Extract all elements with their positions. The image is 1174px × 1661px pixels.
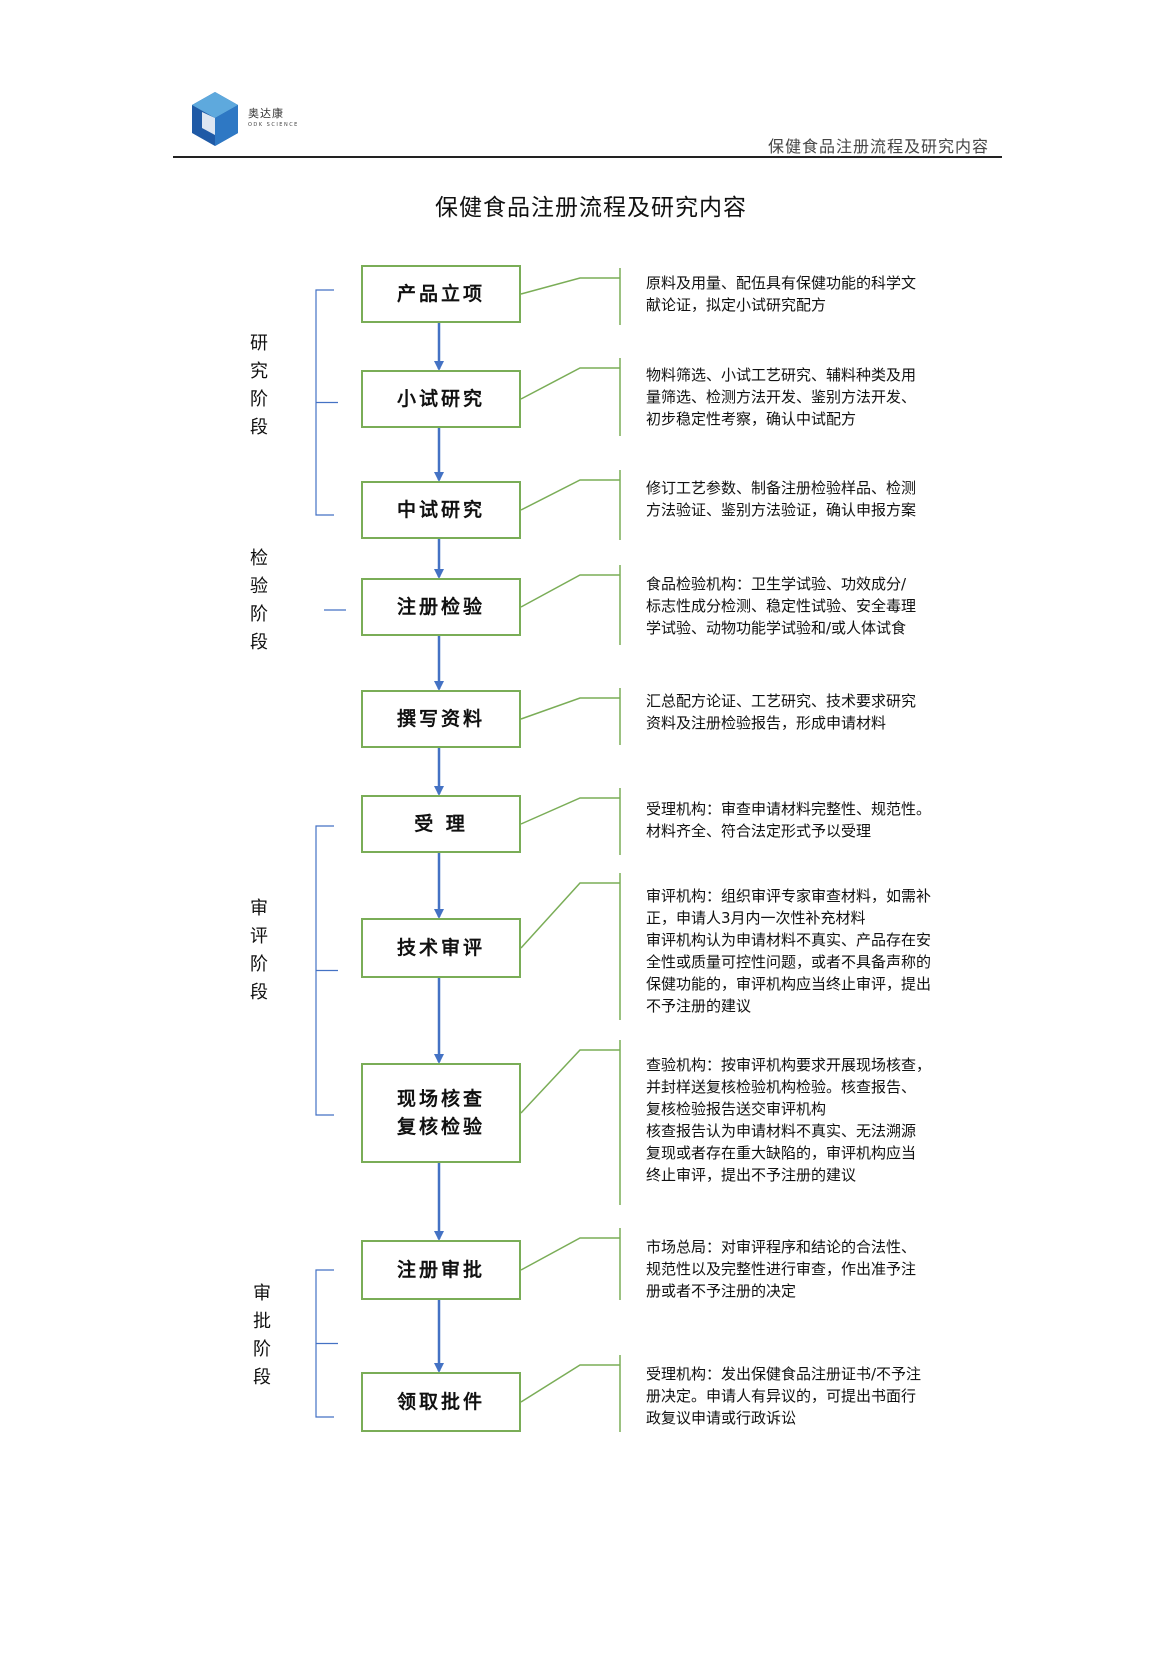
- desc-line: 册或者不予注册的决定: [646, 1282, 797, 1300]
- desc-line: 标志性成分检测、稳定性试验、安全毒理: [646, 597, 917, 615]
- desc-receive-approval: 受理机构：发出保健食品注册证书/不予注 册决定。申请人有异议的，可提出书面行 政…: [646, 1363, 921, 1429]
- desc-line: 原料及用量、配伍具有保健功能的科学文: [646, 274, 917, 292]
- desc-onsite-inspection-retest: 查验机构：按审评机构要求开展现场核查， 并封样送复核检验机构检验。核查报告、 复…: [646, 1054, 931, 1186]
- step-registration-test: 注册检验: [361, 578, 521, 636]
- document-title: 保健食品注册流程及研究内容: [435, 195, 747, 221]
- desc-technical-review: 审评机构：组织审评专家审查材料，如需补 正，申请人3月内一次性补充材料 审评机构…: [646, 885, 931, 1017]
- desc-line: 核查报告认为申请材料不真实、无法溯源: [646, 1122, 917, 1140]
- callout-connector: [520, 797, 620, 825]
- desc-line: 全性或质量可控性问题，或者不具备声称的: [646, 953, 932, 971]
- desc-line: 资料及注册检验报告，形成申请材料: [646, 714, 887, 732]
- desc-line: 复现或者存在重大缺陷的，审评机构应当: [646, 1144, 917, 1162]
- desc-write-dossier: 汇总配方论证、工艺研究、技术要求研究 资料及注册检验报告，形成申请材料: [646, 690, 916, 734]
- running-header-title: 保健食品注册流程及研究内容: [768, 137, 990, 156]
- step-small-scale-trial: 小试研究: [361, 370, 521, 428]
- desc-line: 复核检验报告送交审评机构: [646, 1100, 827, 1118]
- desc-line: 规范性以及完整性进行审查，作出准予注: [646, 1260, 917, 1278]
- step-write-dossier: 撰写资料: [361, 690, 521, 748]
- desc-line: 终止审评，提出不予注册的建议: [646, 1166, 857, 1184]
- header-rule: [173, 156, 1002, 158]
- desc-line: 正，申请人3月内一次性补充材料: [646, 909, 866, 927]
- desc-line: 审评机构：组织审评专家审查材料，如需补: [646, 887, 932, 905]
- desc-acceptance: 受理机构：审查申请材料完整性、规范性。 材料齐全、符合法定形式予以受理: [646, 798, 931, 842]
- desc-line: 食品检验机构：卫生学试验、功效成分/: [646, 575, 907, 593]
- company-logo-icon: [192, 92, 238, 146]
- desc-line: 方法验证、鉴别方法验证，确认申报方案: [646, 501, 917, 519]
- step-technical-review: 技术审评: [361, 918, 521, 978]
- callout-connector: [520, 882, 620, 949]
- desc-line: 学试验、动物功能学试验和/或人体试食: [646, 619, 907, 637]
- callout-connector: [520, 1364, 620, 1403]
- step-receive-approval: 领取批件: [361, 1372, 521, 1432]
- desc-line: 物料筛选、小试工艺研究、辅料种类及用: [646, 366, 917, 384]
- desc-line: 审评机构认为申请材料不真实、产品存在安: [646, 931, 932, 949]
- logo-text-en: ODK SCIENCE: [248, 122, 299, 128]
- desc-line: 不予注册的建议: [646, 997, 752, 1015]
- desc-line: 保健功能的，审评机构应当终止审评，提出: [646, 975, 932, 993]
- desc-line: 查验机构：按审评机构要求开展现场核查，: [646, 1056, 932, 1074]
- header: 奥达康 ODK SCIENCE 保健食品注册流程及研究内容: [0, 0, 1174, 160]
- logo-text-cn: 奥达康: [248, 107, 284, 120]
- callout-connector: [520, 479, 620, 511]
- desc-line: 量筛选、检测方法开发、鉴别方法开发、: [646, 388, 917, 406]
- callout-connector: [520, 1049, 620, 1114]
- callout-connector: [520, 697, 620, 720]
- callout-connector: [520, 1237, 620, 1271]
- desc-registration-test: 食品检验机构：卫生学试验、功效成分/ 标志性成分检测、稳定性试验、安全毒理 学试…: [646, 573, 916, 639]
- stage-testing-label: 检验阶段: [250, 548, 268, 653]
- desc-registration-approval: 市场总局：对审评程序和结论的合法性、 规范性以及完整性进行审查，作出准予注 册或…: [646, 1236, 916, 1302]
- desc-line: 市场总局：对审评程序和结论的合法性、: [646, 1238, 917, 1256]
- desc-line: 献论证，拟定小试研究配方: [646, 296, 827, 314]
- desc-line: 初步稳定性考察，确认中试配方: [646, 410, 857, 428]
- step-acceptance: 受 理: [361, 795, 521, 853]
- callout-connector: [520, 367, 620, 400]
- desc-line: 并封样送复核检验机构检验。核查报告、: [646, 1078, 917, 1096]
- stage-approval-label: 审批阶段: [253, 1283, 271, 1388]
- desc-small-scale-trial: 物料筛选、小试工艺研究、辅料种类及用 量筛选、检测方法开发、鉴别方法开发、 初步…: [646, 364, 916, 430]
- callout-connector: [520, 277, 620, 295]
- desc-line: 汇总配方论证、工艺研究、技术要求研究: [646, 692, 917, 710]
- desc-line: 册决定。申请人有异议的，可提出书面行: [646, 1387, 917, 1405]
- stage-review-label: 审评阶段: [250, 898, 268, 1003]
- step-registration-approval: 注册审批: [361, 1240, 521, 1300]
- desc-line: 政复议申请或行政诉讼: [646, 1409, 797, 1427]
- callout-connector: [520, 574, 620, 608]
- desc-product-initiation: 原料及用量、配伍具有保健功能的科学文 献论证，拟定小试研究配方: [646, 272, 916, 316]
- desc-line: 修订工艺参数、制备注册检验样品、检测: [646, 479, 917, 497]
- desc-line: 材料齐全、符合法定形式予以受理: [646, 822, 872, 840]
- stage-research-label: 研究阶段: [250, 333, 268, 438]
- desc-line: 受理机构：审查申请材料完整性、规范性。: [646, 800, 932, 818]
- step-pilot-trial: 中试研究: [361, 481, 521, 539]
- desc-pilot-trial: 修订工艺参数、制备注册检验样品、检测 方法验证、鉴别方法验证，确认申报方案: [646, 477, 916, 521]
- desc-line: 受理机构：发出保健食品注册证书/不予注: [646, 1365, 922, 1383]
- step-onsite-inspection-retest: 现场核查 复核检验: [361, 1063, 521, 1163]
- step-product-initiation: 产品立项: [361, 265, 521, 323]
